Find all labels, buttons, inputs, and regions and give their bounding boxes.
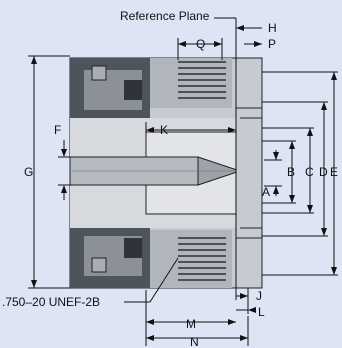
top-dark-block [124, 80, 142, 100]
bottom-thread-region [150, 230, 232, 288]
front-face [235, 107, 263, 239]
top-thread-lines [178, 61, 226, 99]
dim-h-label: H [268, 21, 277, 35]
reference-plane-label: Reference Plane [120, 9, 210, 23]
dim-k-label: K [160, 123, 168, 137]
dim-c-label: C [305, 165, 314, 179]
bottom-thread-lines [178, 237, 226, 281]
thread-spec-label: .750–20 UNEF-2B [2, 295, 100, 309]
dim-e-label: E [330, 165, 338, 179]
top-thread-region [150, 58, 232, 108]
dim-n-label: N [190, 335, 199, 348]
top-left-square [91, 65, 107, 81]
dim-g-label: G [24, 165, 33, 179]
dim-l-label: L [258, 305, 265, 319]
dim-b-label: B [287, 165, 295, 179]
bottom-dark-block [124, 238, 142, 258]
dim-f-label: F [54, 123, 61, 137]
dim-j-label: J [256, 289, 262, 303]
bottom-left-square [91, 257, 107, 273]
dim-d-label: D [319, 165, 328, 179]
diagram-labels: Reference Plane H P Q F K G B C D E A .7… [2, 9, 338, 348]
dim-p-label: P [268, 37, 276, 51]
dim-q-label: Q [196, 37, 205, 51]
dim-m-label: M [186, 317, 196, 331]
arrowheads [31, 25, 337, 341]
dim-a-label: A [262, 185, 270, 199]
connector-body [69, 57, 263, 289]
